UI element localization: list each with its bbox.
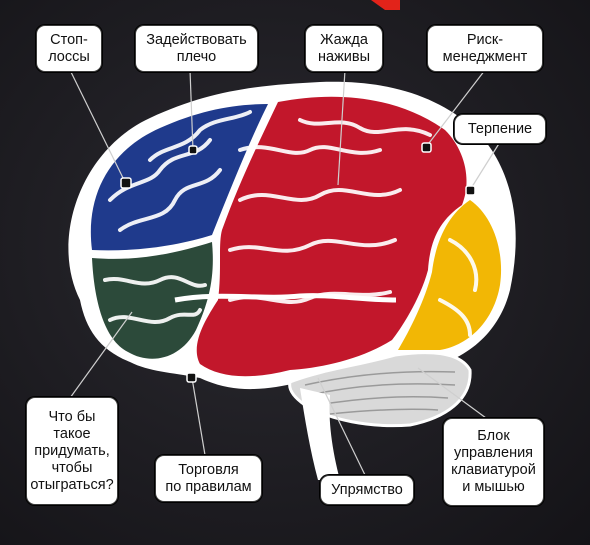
label-trade-by-rules: Торговля по правилам (155, 455, 262, 502)
label-use-leverage: Задействовать плечо (135, 25, 258, 72)
connector-dot-icon (465, 185, 476, 196)
connector-dot-icon (186, 372, 197, 383)
connector-dot-icon (421, 142, 432, 153)
lateral-sulcus (174, 293, 397, 303)
label-greed: Жажда наживы (305, 25, 383, 72)
occipital-lobe (398, 200, 502, 350)
label-win-back: Что бы такое придумать, чтобы отыграться… (26, 397, 118, 505)
green-lobe (92, 242, 213, 359)
connector-lines (69, 69, 501, 476)
label-risk-management: Риск- менеджмент (427, 25, 543, 72)
cerebellum-lines (304, 370, 456, 415)
frontal-lobe (90, 104, 269, 251)
brain-stem (300, 388, 340, 480)
connector-dots (120, 142, 476, 383)
label-patience: Терпение (454, 114, 546, 144)
connector-dot-icon (188, 145, 198, 155)
label-keyboard-mouse-block: Блок управления клавиатурой и мышью (443, 418, 544, 506)
label-stubbornness: Упрямство (320, 475, 414, 505)
label-stop-losses: Стоп- лоссы (36, 25, 102, 72)
parietal-lobe (196, 96, 467, 377)
title-fragment (371, 0, 400, 10)
connector-dot-icon (120, 177, 132, 189)
